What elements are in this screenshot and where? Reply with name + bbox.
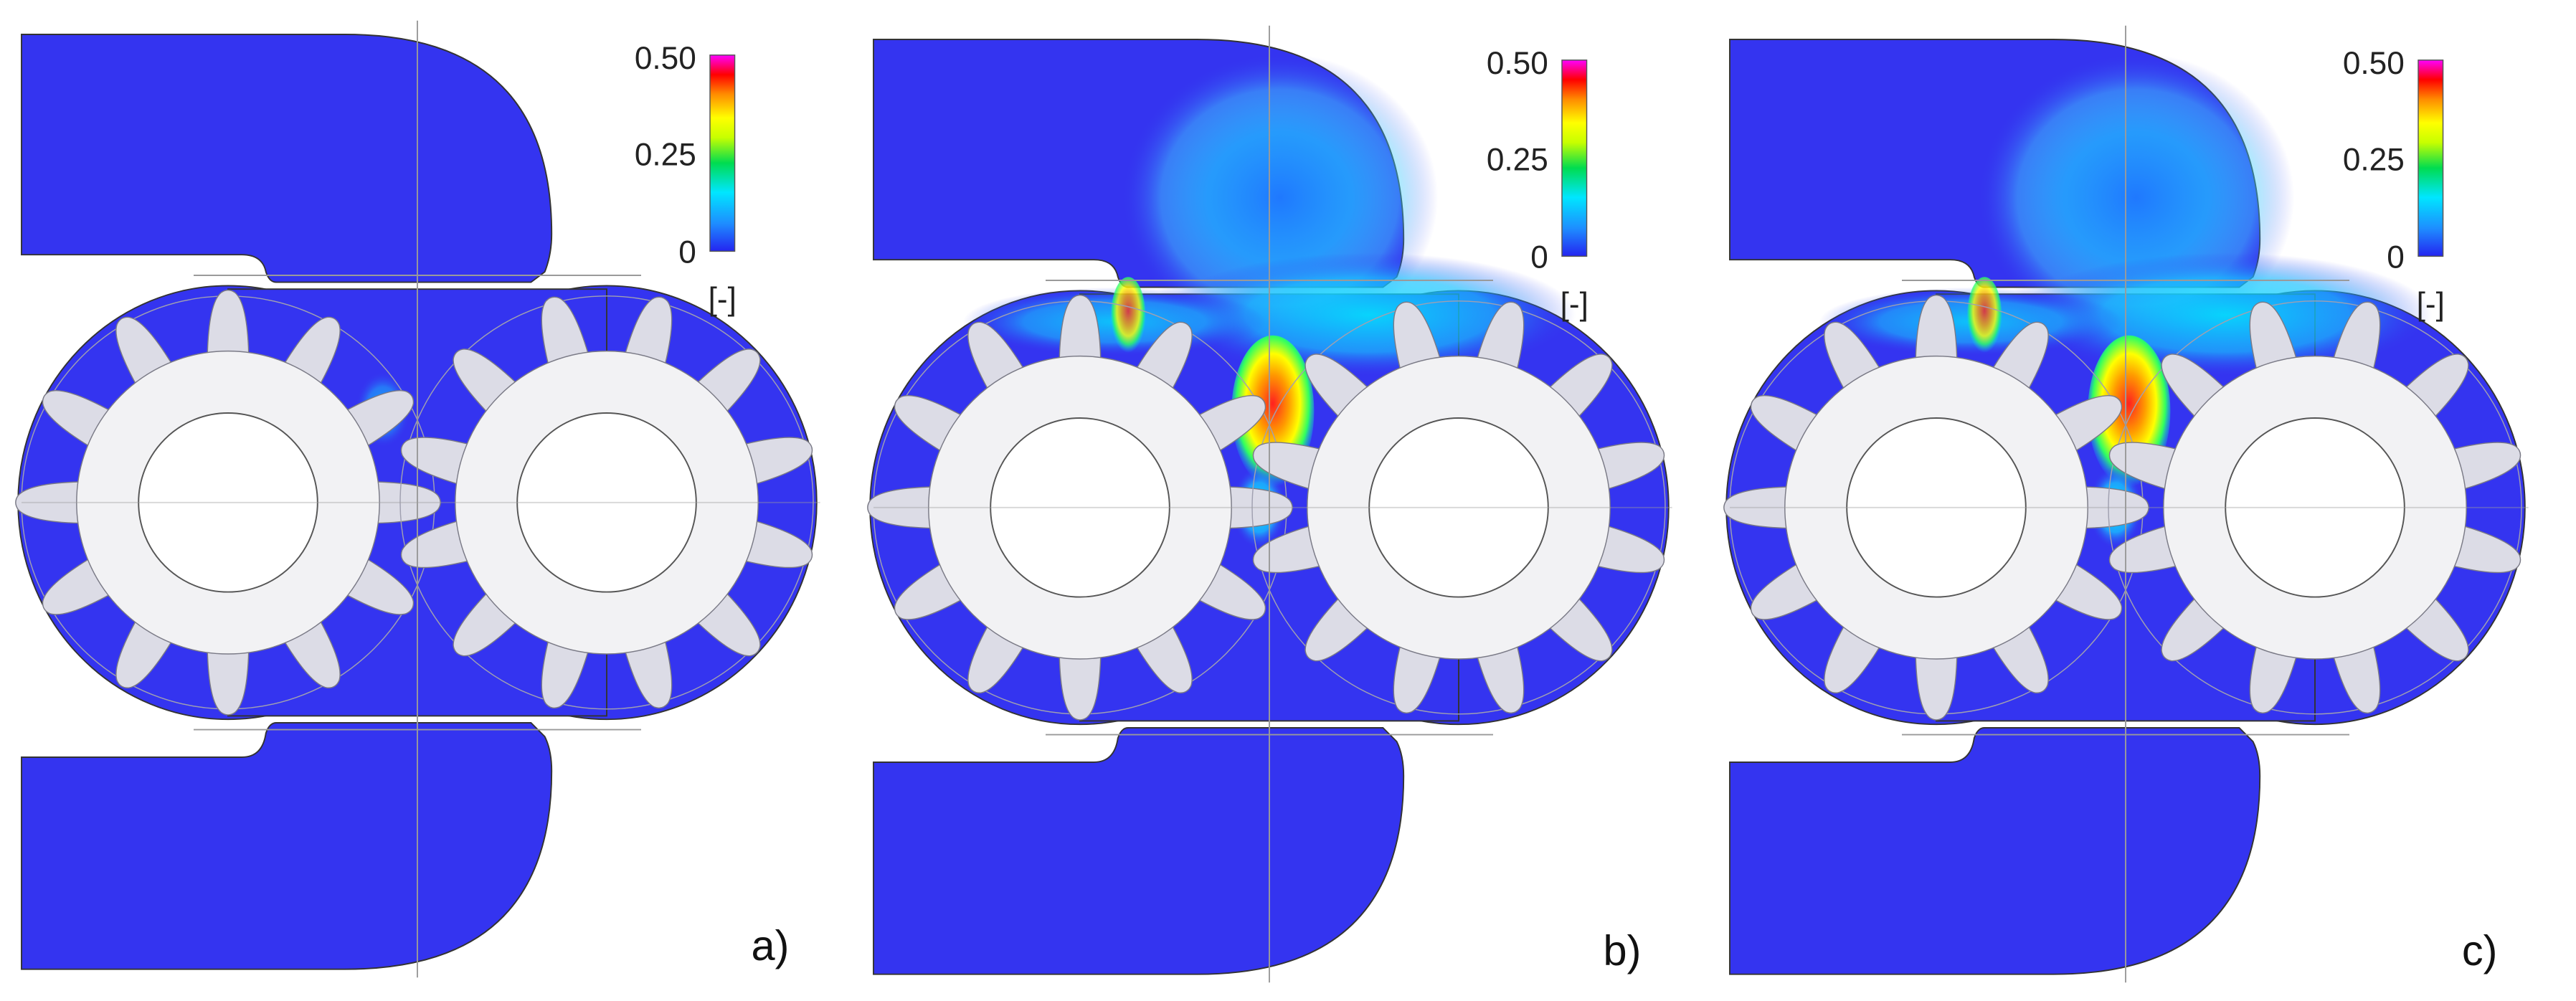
colorbar-unit-label: [-] <box>1561 287 1588 322</box>
colorbar-mid-label: 0.25 <box>635 137 696 172</box>
gear-bore <box>138 412 318 593</box>
colorbar-gradient <box>1561 60 1588 257</box>
panel-label: b) <box>1603 926 1641 974</box>
pump-panel-2: 0.50 0.25 0 [-] b) <box>867 25 1672 983</box>
guide-lines <box>1730 25 2529 983</box>
colorbar-mid-label: 0.25 <box>1487 142 1548 177</box>
colorbar-gradient <box>709 54 736 252</box>
colorbar-unit-label: [-] <box>2417 287 2445 322</box>
drive-gear <box>15 289 441 716</box>
colorbar: 0.50 0.25 0 [-] <box>2343 46 2445 322</box>
driven-gear <box>1247 296 1670 719</box>
colorbar: 0.50 0.25 0 [-] <box>635 41 737 317</box>
vapor-tooth-tip <box>1967 277 2002 353</box>
gear-bore <box>2225 417 2405 598</box>
vapor-tooth-tip <box>1111 277 1146 353</box>
panel-label: a) <box>751 921 789 969</box>
gear-bore <box>1368 417 1549 598</box>
drive-gear <box>867 294 1293 721</box>
colorbar-min-label: 0 <box>678 235 696 270</box>
driven-gear <box>395 291 818 714</box>
gear-bore <box>990 417 1170 598</box>
gear-bore <box>516 412 697 593</box>
driven-gear <box>2103 296 2527 719</box>
pump-panel-3: 0.50 0.25 0 [-] c) <box>1723 25 2529 983</box>
tip-circle <box>2108 300 2522 715</box>
guide-lines <box>22 20 820 978</box>
tip-circle <box>1251 300 1666 715</box>
pump-panel-1: 0.50 0.25 0 [-] a) <box>15 20 820 978</box>
tip-circle <box>399 295 814 710</box>
drive-gear <box>1723 294 2149 721</box>
colorbar-min-label: 0 <box>1530 240 1548 275</box>
vapor-field <box>962 53 1576 549</box>
colorbar-min-label: 0 <box>2387 240 2405 275</box>
colorbar-gradient <box>2418 60 2444 257</box>
colorbar-max-label: 0.50 <box>2343 46 2405 81</box>
colorbar-unit-label: [-] <box>709 282 737 317</box>
panel-label: c) <box>2462 926 2498 974</box>
colorbar: 0.50 0.25 0 [-] <box>1487 46 1588 322</box>
gear-bore <box>1846 417 2027 598</box>
guide-lines <box>873 25 1672 983</box>
colorbar-mid-label: 0.25 <box>2343 142 2405 177</box>
colorbar-max-label: 0.50 <box>635 41 696 76</box>
colorbar-max-label: 0.50 <box>1487 46 1548 81</box>
